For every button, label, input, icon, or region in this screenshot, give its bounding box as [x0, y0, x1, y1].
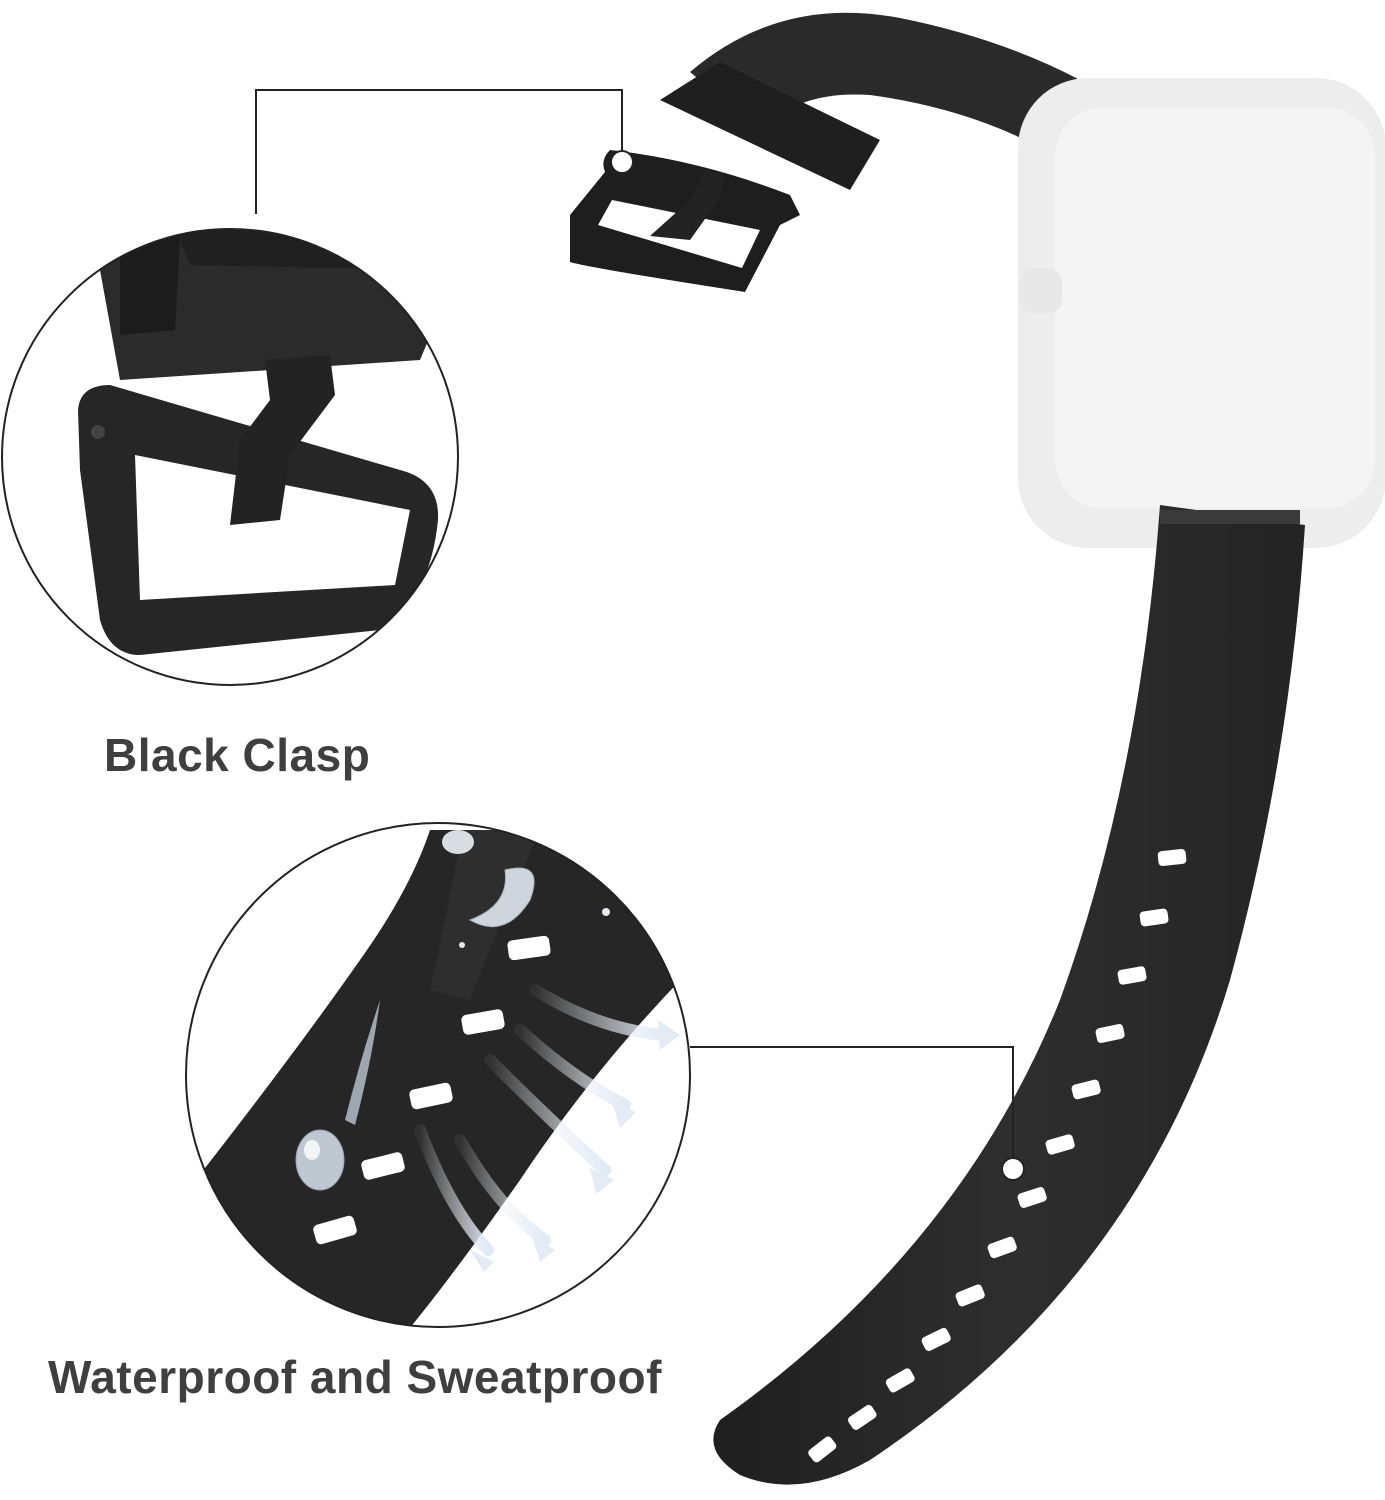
strap-hole [507, 935, 551, 961]
strap-hole [361, 1152, 405, 1180]
caption-black-clasp: Black Clasp [104, 729, 371, 781]
strap-hole [1045, 1134, 1075, 1155]
strap-hole [1117, 966, 1147, 985]
strap-hole [313, 1215, 357, 1245]
strap-holes [808, 848, 1187, 1463]
buckle [570, 150, 800, 292]
strap-hole [987, 1236, 1017, 1259]
strap-hole [808, 1436, 837, 1463]
strap-hole [1017, 1187, 1047, 1208]
strap-hole [409, 1082, 453, 1110]
waterproof-callout [690, 1046, 1025, 1181]
strap-hole [921, 1327, 951, 1351]
strap-hole [848, 1404, 877, 1430]
waterproof-zoom-circle [185, 822, 691, 1328]
water-droplets [295, 830, 610, 1191]
watch-case [1018, 78, 1385, 548]
strap-hole [1139, 908, 1169, 927]
strap-hole [1157, 848, 1187, 867]
airflow-arrows [414, 984, 671, 1256]
lower-strap [713, 505, 1305, 1485]
caption-waterproof-sweatproof: Waterproof and Sweatproof [48, 1351, 662, 1403]
strap-hole [1095, 1023, 1125, 1043]
strap-hole [1071, 1079, 1101, 1100]
strap-hole [955, 1284, 985, 1307]
clasp-callout [255, 89, 634, 214]
clasp-zoom-circle [1, 228, 459, 686]
upper-strap [660, 12, 1080, 190]
strap-hole [885, 1368, 915, 1393]
strap-hole [461, 1009, 505, 1035]
